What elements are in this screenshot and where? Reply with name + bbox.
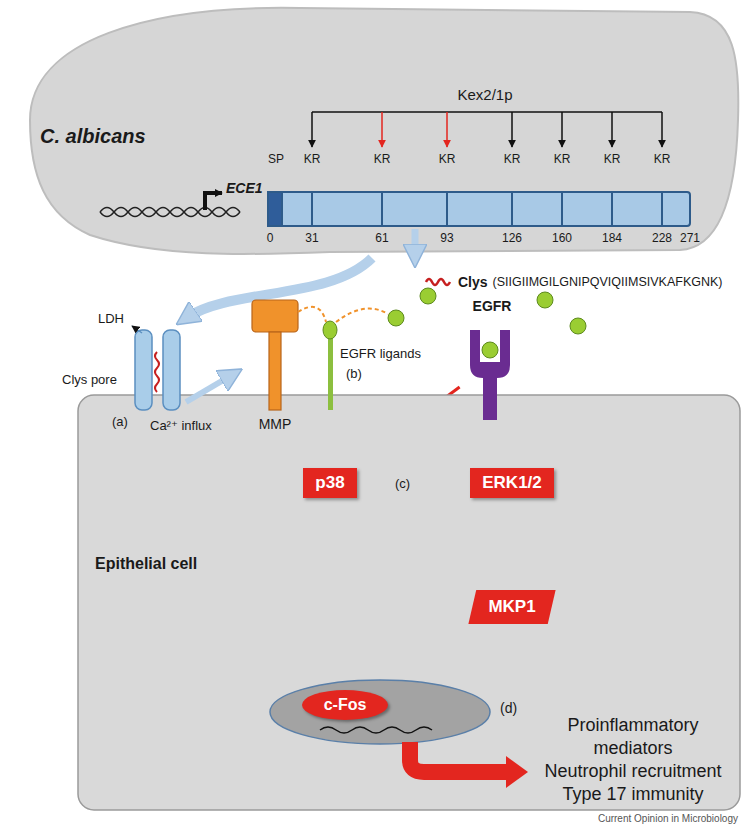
kex-cleavage-lines: [312, 112, 662, 147]
figure-label: LDH: [98, 311, 124, 327]
figure-label: Proinflammatory mediators: [543, 714, 723, 759]
output-arrow: [410, 742, 508, 772]
transcription-factor: c-Fos: [302, 690, 389, 720]
dna-strand: [100, 208, 240, 217]
figure-label: 271: [680, 231, 700, 246]
node-label: c-Fos: [324, 696, 367, 714]
kinase-box: p38: [303, 468, 356, 498]
figure-label: 61: [375, 231, 388, 246]
node-label: ERK1/2: [482, 473, 542, 493]
figure-label: KR: [374, 152, 391, 167]
pore-wall: [135, 330, 152, 410]
calcium-arrow: [186, 375, 232, 402]
epithelial-cell: [78, 395, 740, 810]
egfr-receptor: [470, 330, 510, 420]
signal-peptide: [268, 192, 282, 226]
figure-label: KR: [439, 152, 456, 167]
figure-label: Current Opinion in Microbiology: [598, 813, 738, 826]
ldh-release-arrow: [132, 326, 142, 333]
segment-dividers: [312, 192, 662, 226]
figure-label: KR: [604, 152, 621, 167]
figure-label: Clys: [458, 274, 488, 292]
figure-label: KR: [304, 152, 321, 167]
output-arrowhead: [506, 756, 528, 788]
free-ligands: [388, 288, 586, 334]
ligand-stalk: [328, 338, 333, 410]
ligand: [323, 321, 337, 339]
node-label: p38: [315, 473, 344, 493]
protein-bar: [268, 192, 690, 226]
figure-label: KR: [554, 152, 571, 167]
organism-region: C. albicans: [0, 0, 742, 250]
figure-label: Kex2/1p: [457, 86, 512, 105]
clys-peptide: [426, 279, 450, 285]
figure-label: 228: [652, 231, 672, 246]
figure-label: 160: [552, 231, 572, 246]
figure-label: (SIIGIIMGILGNIPQVIQIIMSIVKAFKGNK): [493, 275, 723, 291]
figure-label: KR: [654, 152, 671, 167]
release-arrow: [412, 229, 419, 256]
protease-node: MMP: [246, 298, 304, 432]
figure-label: 31: [305, 231, 318, 246]
node-label: EGFR: [462, 298, 522, 314]
phosphatase-box: MKP1: [468, 590, 555, 624]
mmp-stalk: [269, 332, 281, 410]
figure-label: (b): [346, 366, 362, 382]
figure-label: ECE1: [226, 180, 263, 198]
figure-label: 0: [267, 231, 274, 246]
shedding-line: [336, 309, 388, 322]
kinase-box: ERK1/2: [470, 468, 554, 498]
shedding-line: [298, 307, 326, 322]
figure-label: Ca²⁺ influx: [150, 418, 212, 434]
clys-peptide: [155, 352, 159, 392]
dna-strand: [100, 208, 240, 217]
receptor-node: EGFR: [462, 298, 522, 428]
figure-label: 93: [440, 231, 453, 246]
figure-label: KR: [504, 152, 521, 167]
figure-label: Neutrophil recruitment: [544, 760, 721, 783]
figure-label: 184: [602, 231, 622, 246]
promoter-arrow: [205, 193, 222, 210]
figure-label: SP: [268, 152, 284, 167]
chromatin: [320, 727, 432, 733]
mmp-shape: [252, 300, 298, 332]
figure-label: (c): [395, 476, 410, 492]
node-label: MMP: [246, 416, 304, 432]
node-label: Epithelial cell: [95, 555, 197, 573]
figure-label: EGFR ligands: [340, 346, 421, 362]
nucleus: [270, 680, 490, 744]
figure-label: (d): [500, 700, 517, 718]
bound-ligand: [482, 342, 498, 358]
node-label: MKP1: [488, 597, 535, 617]
figure-label: 126: [502, 231, 522, 246]
figure-label: Type 17 immunity: [562, 783, 703, 806]
node-label: C. albicans: [40, 125, 146, 148]
figure-label: (a): [112, 414, 128, 430]
pore-wall: [163, 330, 180, 410]
figure-label: Clys pore: [62, 372, 117, 388]
fungal-cell: [30, 8, 738, 254]
